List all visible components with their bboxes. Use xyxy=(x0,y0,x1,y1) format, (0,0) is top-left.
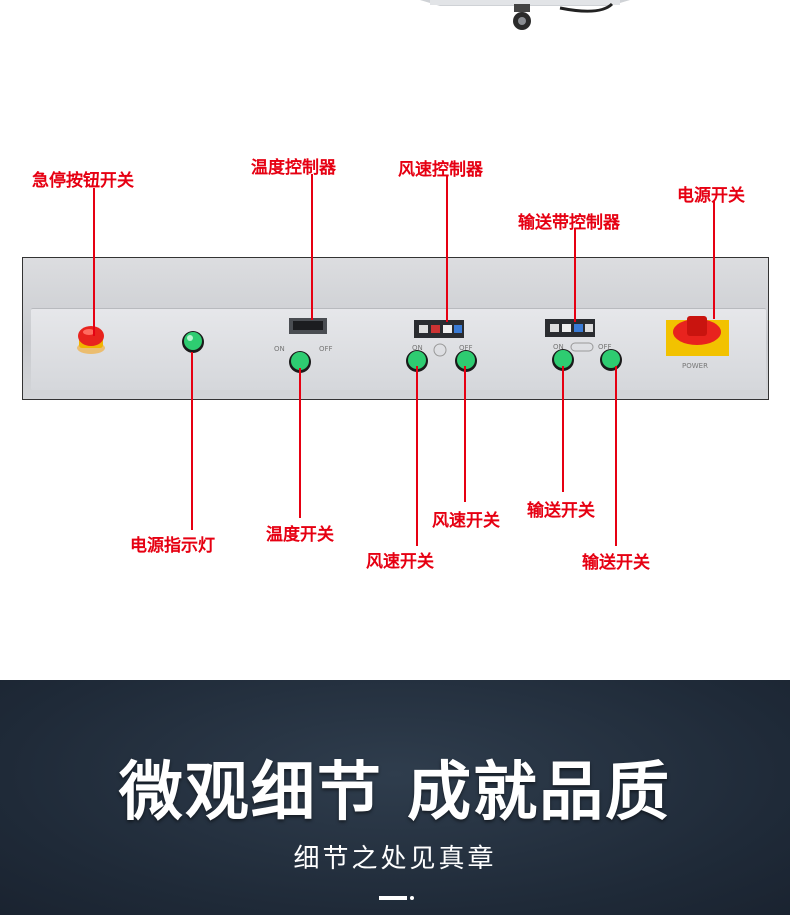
leader-fan-controller xyxy=(446,176,448,322)
machine-base-photo xyxy=(420,0,630,30)
conveyor-on-mark: ON xyxy=(553,343,564,351)
emergency-stop-button[interactable] xyxy=(77,326,105,354)
banner-headline: 微观细节 成就品质 xyxy=(118,756,672,830)
leader-conveyor-controller xyxy=(574,228,576,322)
label-temp-switch: 温度开关 xyxy=(266,525,334,545)
temperature-switch-button[interactable] xyxy=(289,351,311,373)
fan-speed-controller-display xyxy=(414,320,464,338)
leader-conveyor-on xyxy=(562,366,564,492)
label-power-indicator: 电源指示灯 xyxy=(130,536,215,556)
control-panel: ON OFF ON OFF xyxy=(22,257,769,400)
power-rotary-switch[interactable] xyxy=(666,316,729,356)
leader-conveyor-off xyxy=(615,366,617,546)
conveyor-icon xyxy=(570,342,594,352)
banner-dash xyxy=(379,896,407,900)
label-temp-controller: 温度控制器 xyxy=(251,158,336,178)
label-conveyor-controller: 输送带控制器 xyxy=(518,213,620,233)
fan-on-mark: ON xyxy=(412,344,423,352)
banner-dot xyxy=(410,896,414,900)
fan-on-button[interactable] xyxy=(406,350,428,372)
leader-fan-off xyxy=(464,366,466,502)
panel-components: ON OFF ON OFF xyxy=(77,316,729,373)
leader-temp-controller xyxy=(311,174,313,320)
leader-power-indicator xyxy=(191,352,193,530)
leader-fan-on xyxy=(416,366,418,546)
label-fan-switch-off: 风速开关 xyxy=(432,511,500,531)
label-power-switch: 电源开关 xyxy=(677,186,745,206)
conveyor-controller-display xyxy=(545,319,595,337)
detail-banner xyxy=(0,680,790,915)
panel-face xyxy=(31,308,766,390)
temp-on-mark: ON xyxy=(274,345,285,353)
leader-power-switch xyxy=(713,201,715,319)
label-emergency-stop: 急停按钮开关 xyxy=(32,171,134,191)
conveyor-off-button[interactable] xyxy=(600,349,622,371)
leader-temp-switch xyxy=(299,368,301,518)
power-indicator-lamp xyxy=(182,331,204,353)
temperature-controller-display xyxy=(289,318,327,334)
fan-off-button[interactable] xyxy=(455,350,477,372)
label-conveyor-switch-off: 输送开关 xyxy=(582,553,650,573)
conveyor-off-mark: OFF xyxy=(598,343,612,351)
fan-off-mark: OFF xyxy=(459,344,473,352)
label-fan-controller: 风速控制器 xyxy=(398,160,483,180)
leader-estop xyxy=(93,188,95,336)
power-mark: POWER xyxy=(682,362,708,370)
temp-off-mark: OFF xyxy=(319,345,333,353)
conveyor-on-button[interactable] xyxy=(552,349,574,371)
label-conveyor-switch-on: 输送开关 xyxy=(527,501,595,521)
label-fan-switch-on: 风速开关 xyxy=(366,552,434,572)
fan-icon xyxy=(433,343,447,357)
banner-subline: 细节之处见真章 xyxy=(293,844,497,874)
